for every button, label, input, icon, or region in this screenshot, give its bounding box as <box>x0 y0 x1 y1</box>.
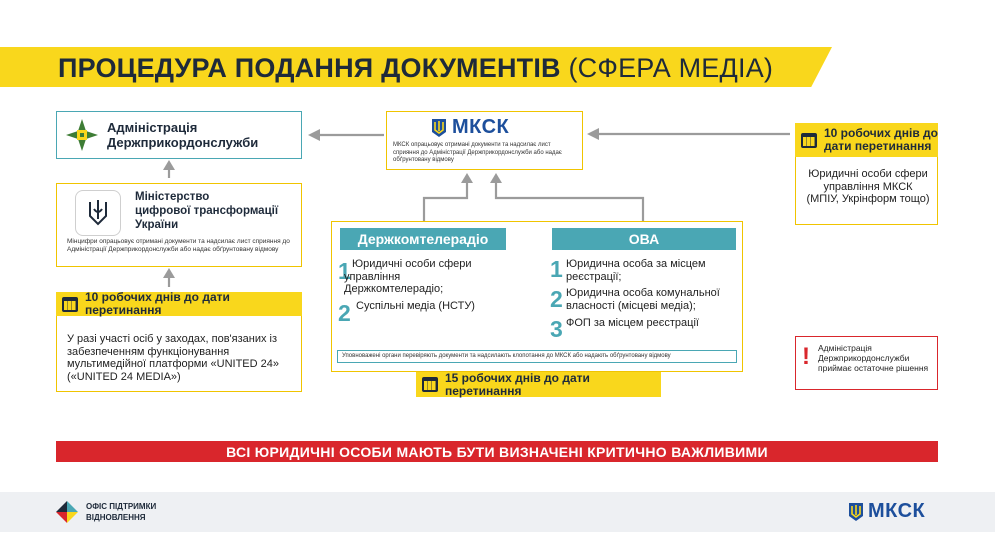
warning-box: ! Адміністрація Держприкордонслужби прий… <box>795 336 938 390</box>
title-band <box>0 47 832 87</box>
calendar-icon <box>62 296 78 312</box>
derzh-item-num: 1 <box>338 258 351 284</box>
office-line1: ОФІС ПІДТРИМКИ <box>86 502 157 511</box>
ministry-name-line3: України <box>135 219 179 231</box>
ministry-logo <box>75 190 121 236</box>
calendar-icon <box>801 132 817 148</box>
trident-icon <box>849 502 863 521</box>
arrow-derzh-to-mksk <box>422 181 469 222</box>
derzh-item-text: Суспільні медіа (НСТУ) <box>356 300 475 312</box>
right-deadline-badge: 10 робочих днів до дати перетинання <box>795 123 938 157</box>
left-info-text: У разі участі осіб у заходах, пов'язаних… <box>67 333 279 383</box>
ova-item-num: 1 <box>550 256 563 282</box>
ministry-box: Міністерство цифрової трансформації Укра… <box>56 183 302 267</box>
mksk-center-box: МКСК МКСК опрацьовує отримані документи … <box>386 111 583 170</box>
ministry-name-line1: Міністерство <box>135 191 210 203</box>
right-deadline-line1: 10 робочих днів до <box>824 126 938 140</box>
calendar-icon <box>422 377 438 392</box>
dpsu-box: Адміністрація Держприкордонслужби <box>56 111 302 159</box>
arrowhead <box>163 268 175 278</box>
ova-header: ОВА <box>552 228 736 250</box>
ova-item-text: Юридична особа комунальної власності (мі… <box>566 287 720 312</box>
mksk-center-logo-text: МКСК <box>452 116 510 138</box>
red-banner: ВСІ ЮРИДИЧНІ ОСОБИ МАЮТЬ БУТИ ВИЗНАЧЕНІ … <box>56 441 938 462</box>
derzh-item-text: Юридичні особи сфери управління Держкомт… <box>344 258 472 295</box>
derzh-item-num: 2 <box>338 300 351 326</box>
warning-text: Адміністрація Держприкордонслужби прийма… <box>818 343 929 373</box>
arrowhead <box>308 129 320 141</box>
title-light: (СФЕРА МЕДІА) <box>568 53 774 83</box>
title-bold: ПРОЦЕДУРА ПОДАННЯ ДОКУМЕНТІВ <box>58 53 561 83</box>
ova-item-text: Юридична особа за місцем реєстрації; <box>566 258 706 283</box>
dpsu-name-line1: Адміністрація <box>107 120 198 135</box>
derzh-header: Держкомтелерадіо <box>340 228 506 250</box>
page-title: ПРОЦЕДУРА ПОДАННЯ ДОКУМЕНТІВ (СФЕРА МЕДІ… <box>58 53 773 84</box>
trident-icon <box>89 200 107 226</box>
dpsu-name-line2: Держприкордонслужби <box>107 135 259 150</box>
arrowhead <box>490 173 502 183</box>
bottom-deadline-badge: 15 робочих днів до дати перетинання <box>416 370 661 398</box>
mksk-center-desc: МКСК опрацьовує отримані документи та на… <box>393 142 562 163</box>
left-deadline-badge: 10 робочих днів до дати перетинання <box>56 290 302 317</box>
ova-item-num: 2 <box>550 286 563 312</box>
right-info-text: Юридичні особи сфери управління МКСК (МП… <box>806 168 930 205</box>
arrow-ova-to-mksk <box>494 181 645 222</box>
exclamation-icon: ! <box>802 343 810 370</box>
arrowhead <box>587 128 599 140</box>
ova-item-text: ФОП за місцем реєстрації <box>566 317 699 329</box>
bottom-deadline-text: 15 робочих днів до дати перетинання <box>445 370 590 398</box>
office-line2: ВІДНОВЛЕННЯ <box>86 513 146 522</box>
footer-mksk-text: МКСК <box>868 500 926 522</box>
trident-icon <box>432 118 446 137</box>
right-deadline-line2: дати перетинання <box>824 139 932 153</box>
ministry-name-line2: цифрової трансформації <box>135 205 279 217</box>
arrowhead <box>461 173 473 183</box>
arrowhead <box>163 160 175 170</box>
ova-list: 1 Юридична особа за місцем реєстрації; 2… <box>550 258 740 348</box>
derzh-list: 1 Юридичні особи сфери управління Держко… <box>338 258 528 348</box>
footer: ОФІС ПІДТРИМКИ ВІДНОВЛЕННЯ МКСК <box>0 492 995 532</box>
ministry-desc: Мінцифри опрацьовує отримані документи т… <box>67 238 290 253</box>
ova-item-num: 3 <box>550 316 563 342</box>
left-deadline-text: 10 робочих днів до дати перетинання <box>85 290 230 317</box>
dpsu-emblem-icon <box>66 119 98 151</box>
office-logo-icon <box>56 501 78 523</box>
footer-mksk-logo: МКСК <box>848 500 925 523</box>
authorized-note: Уповноважені органи перевіряють документ… <box>337 350 737 363</box>
